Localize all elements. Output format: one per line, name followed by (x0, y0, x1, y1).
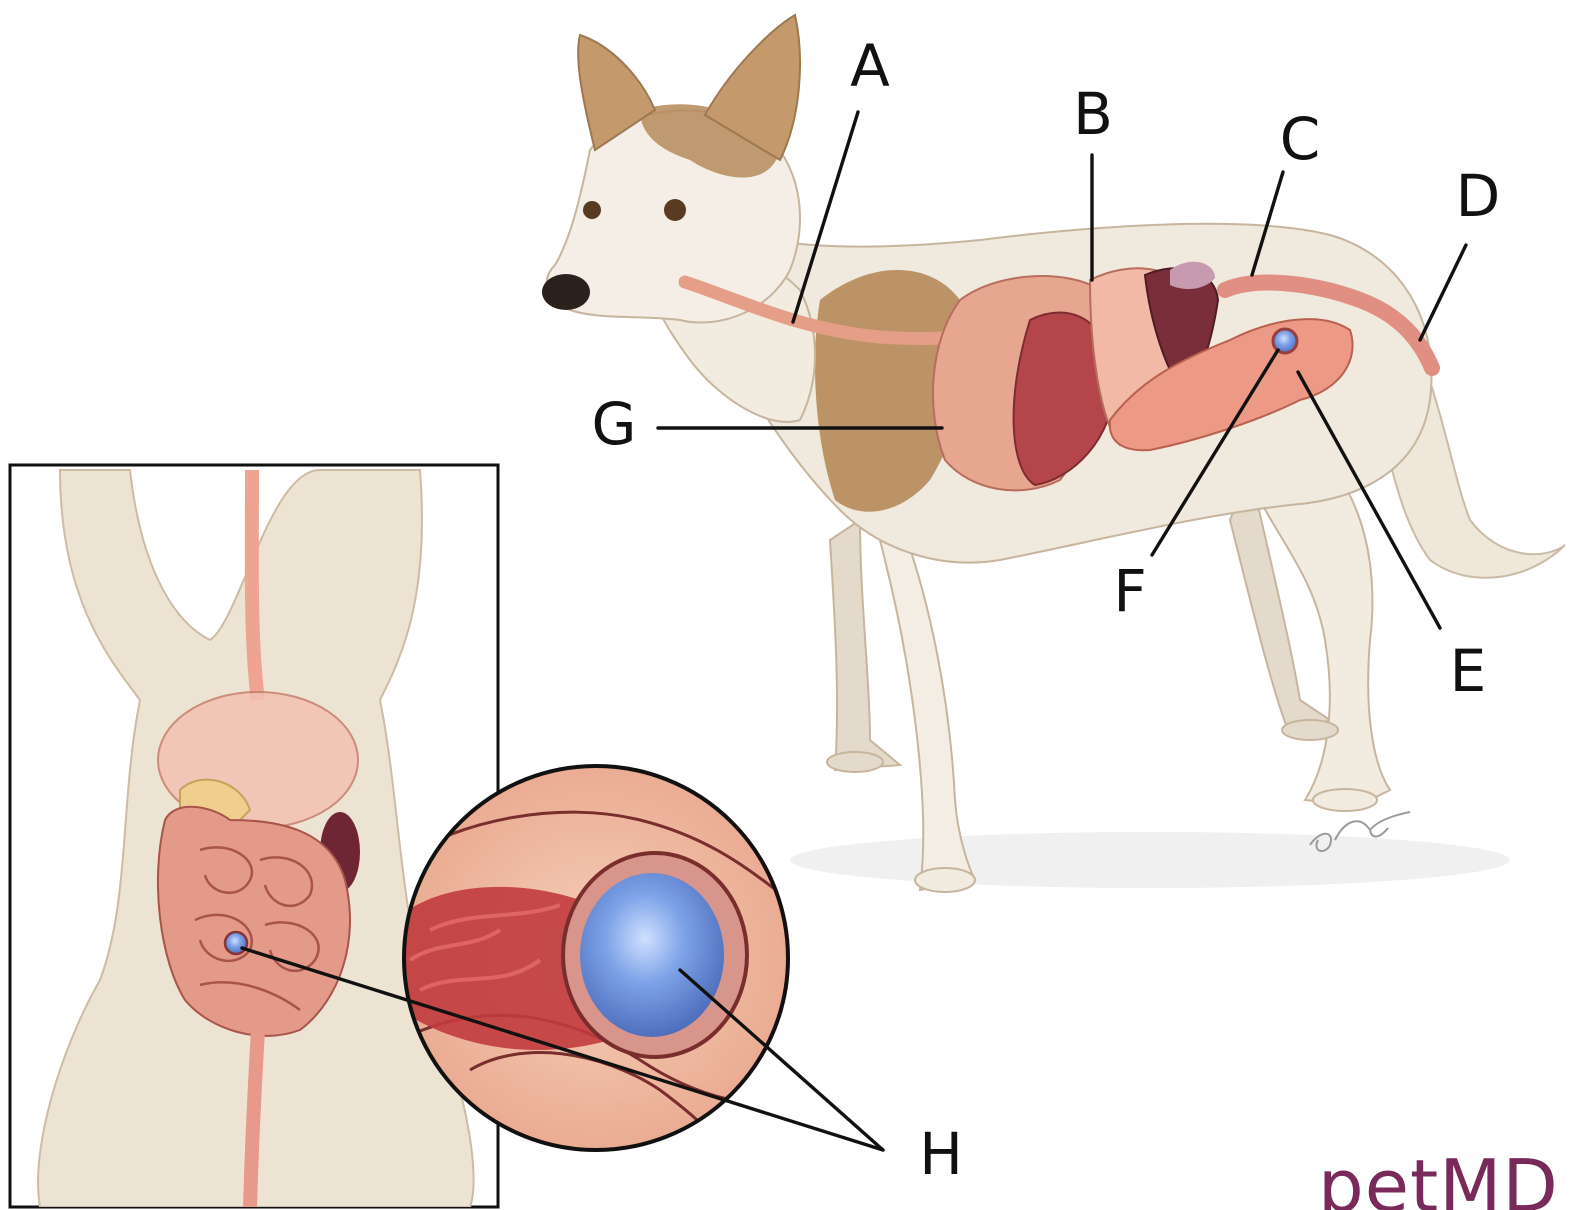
label-e: E (1450, 637, 1487, 705)
label-a: A (850, 32, 890, 100)
label-d: D (1456, 162, 1501, 230)
dog-front-leg-near (880, 520, 975, 890)
dog-eye-left (583, 201, 601, 219)
paw-hind-near (1313, 789, 1377, 811)
label-b: B (1073, 80, 1113, 148)
label-h: H (919, 1120, 963, 1188)
brand-wordmark: petMD (1318, 1150, 1558, 1210)
label-f: F (1113, 557, 1146, 625)
leader-d (1420, 245, 1466, 340)
zoom-foreign-body-stone (580, 873, 724, 1037)
paw-hind-far (1282, 720, 1338, 740)
dog-nose (542, 274, 590, 310)
ventral-esophagus (252, 470, 258, 700)
ventral-view-inset (10, 465, 498, 1207)
label-g: G (592, 390, 637, 458)
ground-shadow (790, 832, 1510, 888)
standing-dog-figure (542, 15, 1565, 892)
petmd-logo: petMD (1318, 1150, 1558, 1210)
paw-front-far (827, 752, 883, 772)
ventral-colon (250, 1030, 258, 1207)
paw-front-near (915, 868, 975, 892)
dog-eye-right (664, 199, 686, 221)
label-c: C (1280, 105, 1321, 173)
ventral-foreign-body (225, 932, 247, 954)
